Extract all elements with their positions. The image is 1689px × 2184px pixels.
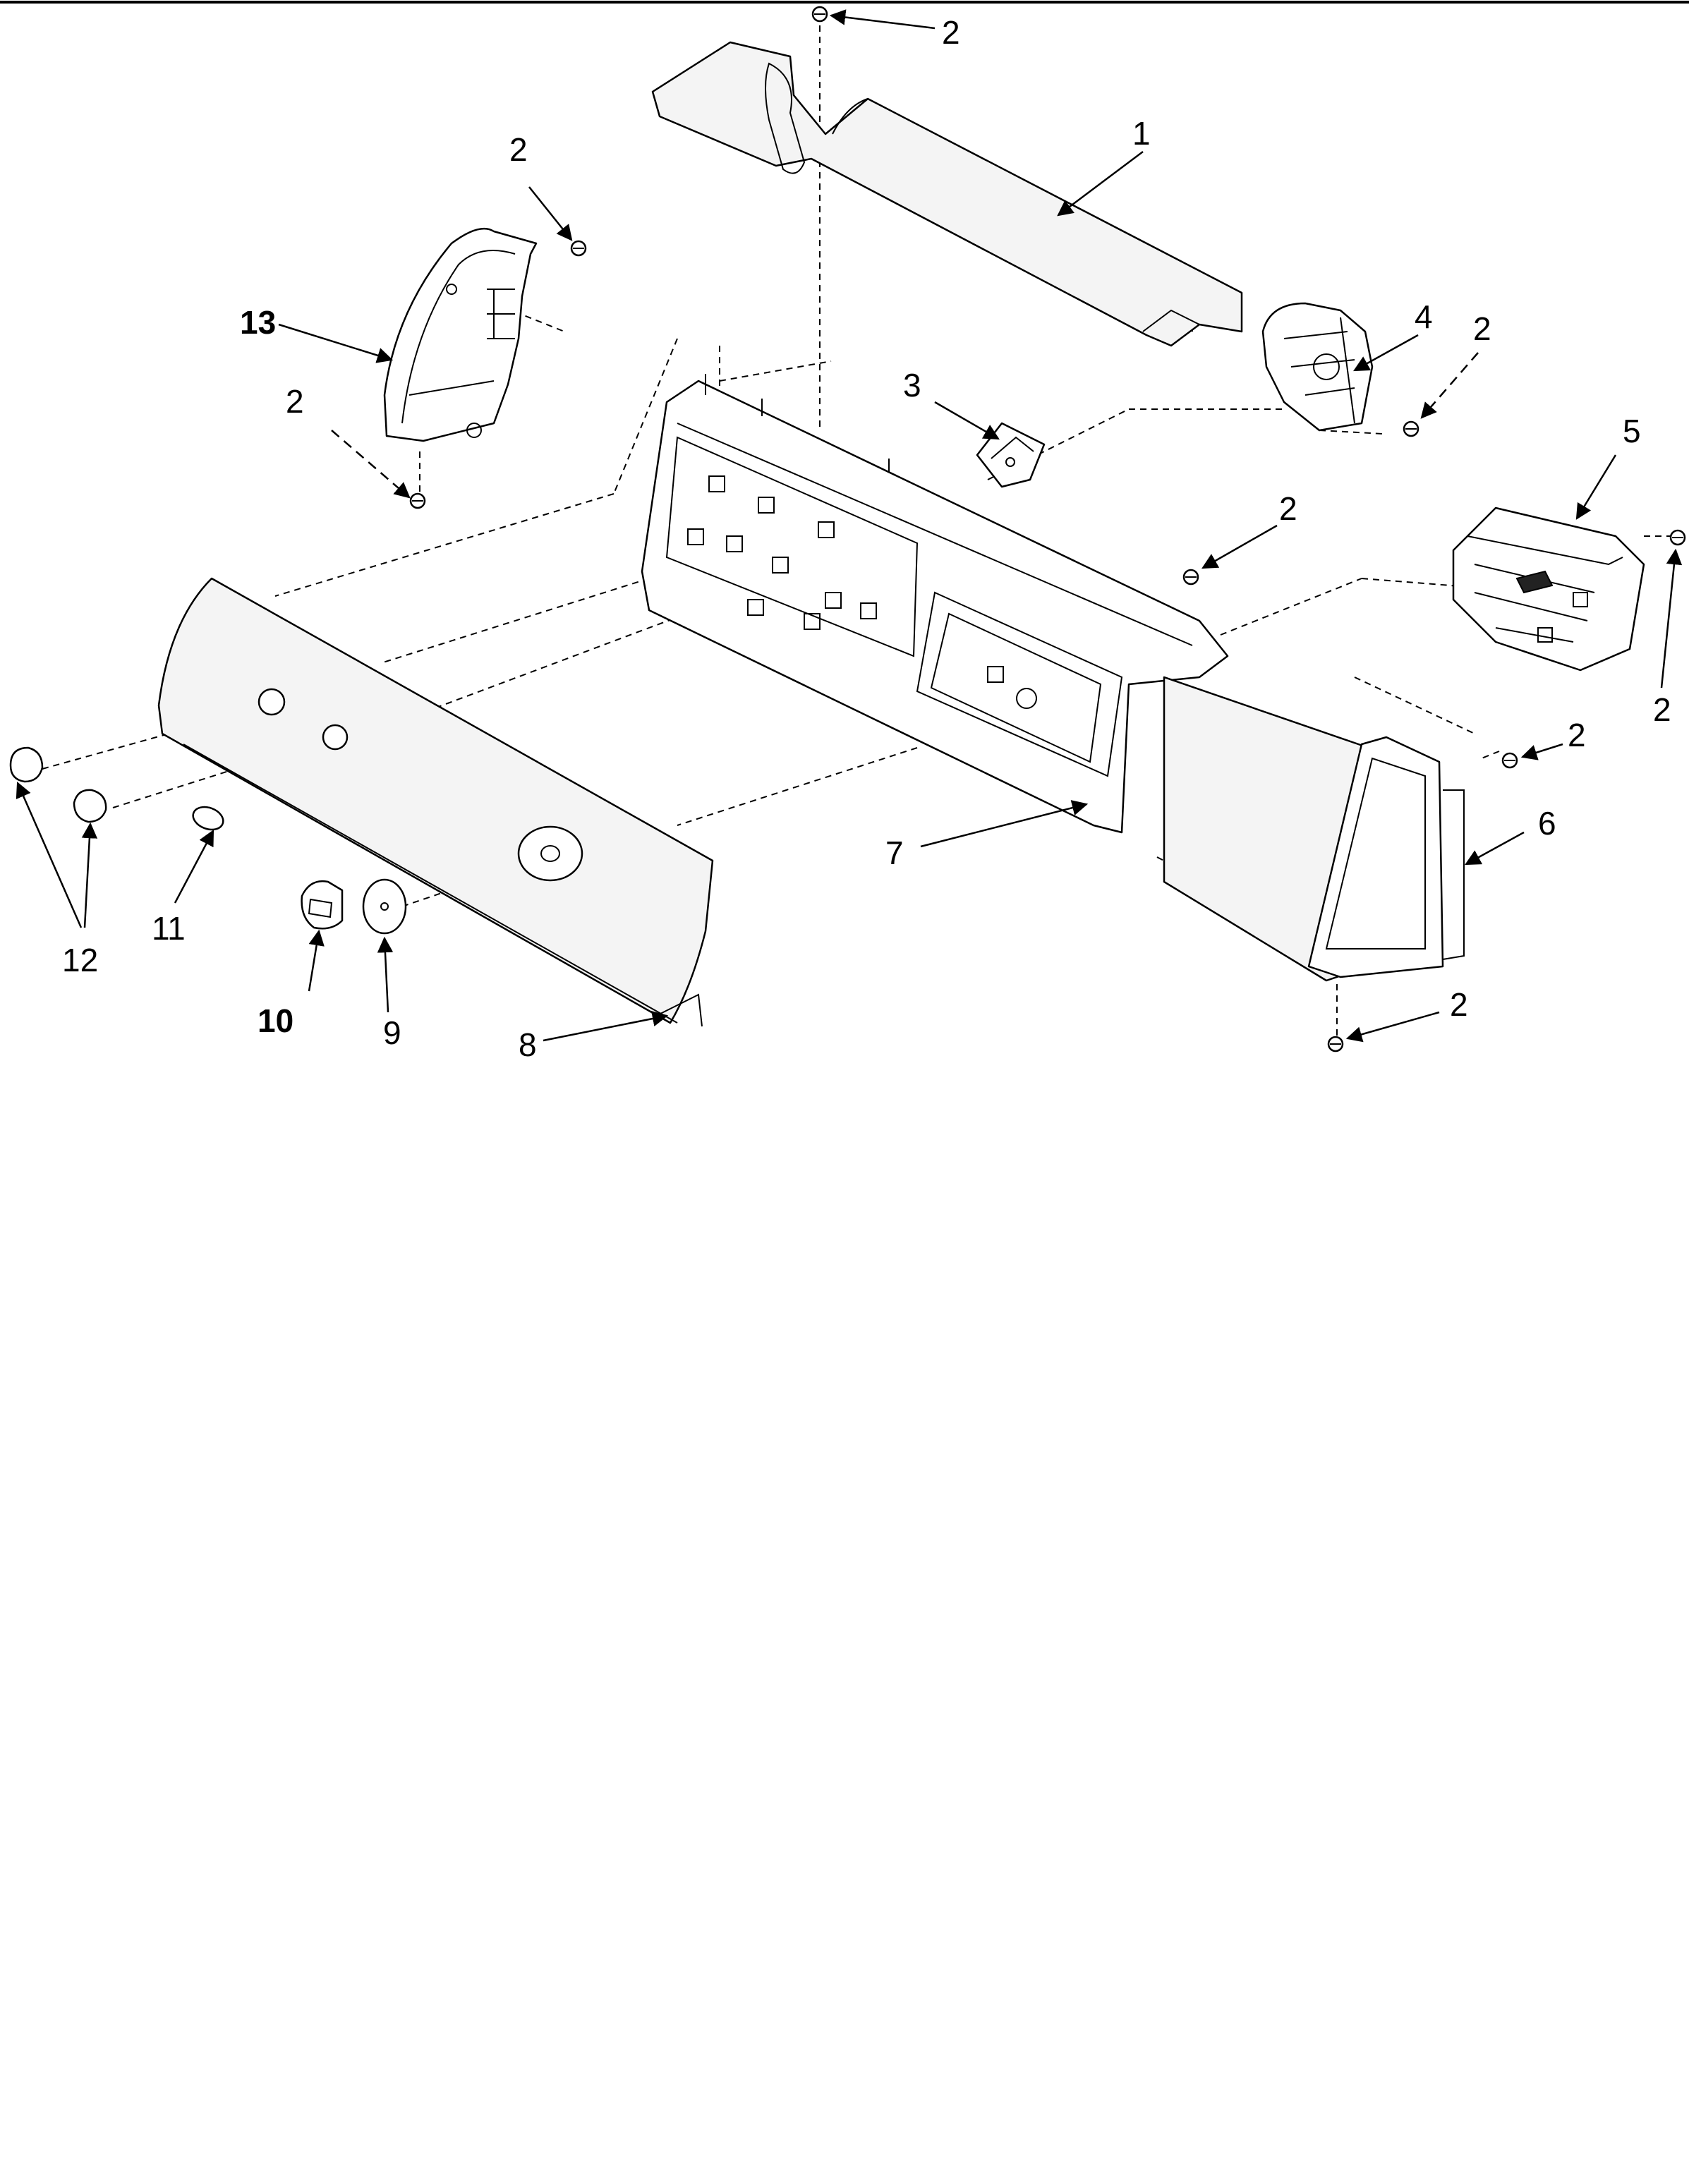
callout-6: 6 bbox=[1538, 805, 1556, 842]
part-12-buttons bbox=[9, 746, 107, 823]
part-10-knob bbox=[301, 880, 344, 930]
part-4-switch bbox=[1261, 302, 1374, 432]
screw-left-top bbox=[570, 240, 587, 257]
part-7-console-panel bbox=[641, 374, 1229, 834]
callout-7: 7 bbox=[885, 835, 904, 871]
part-6-right-end-cap bbox=[1163, 676, 1465, 982]
callout-2-top: 2 bbox=[942, 14, 960, 51]
part-1-top-cover bbox=[651, 41, 1243, 347]
callout-9: 9 bbox=[383, 1014, 401, 1051]
callout-8: 8 bbox=[519, 1026, 537, 1063]
screw-timer bbox=[1669, 529, 1686, 546]
part-11-ring bbox=[192, 806, 224, 831]
callout-4: 4 bbox=[1415, 298, 1433, 335]
part-13-left-end-cap bbox=[383, 227, 538, 442]
callout-13: 13 bbox=[240, 304, 276, 341]
callout-2-switch: 2 bbox=[1473, 310, 1491, 347]
screws bbox=[409, 6, 1686, 1052]
callout-5: 5 bbox=[1623, 413, 1641, 449]
part-8-front-panel bbox=[157, 577, 714, 1027]
callout-2-console: 2 bbox=[1279, 490, 1297, 527]
screw-console bbox=[1182, 569, 1199, 586]
callout-2-timer: 2 bbox=[1653, 691, 1671, 728]
screw-right-cap bbox=[1501, 752, 1518, 769]
part-9-knob-skirt bbox=[362, 878, 407, 935]
callout-2-right-cap: 2 bbox=[1568, 717, 1586, 753]
leader-lines bbox=[16, 9, 1683, 1043]
screw-bottom bbox=[1327, 1036, 1344, 1052]
callout-2-bottom: 2 bbox=[1450, 986, 1468, 1023]
screw-top bbox=[811, 6, 828, 23]
callout-1: 1 bbox=[1132, 115, 1151, 152]
screw-switch bbox=[1403, 420, 1419, 437]
callout-3: 3 bbox=[903, 367, 921, 404]
part-5-timer bbox=[1452, 506, 1645, 672]
callout-2-left-top: 2 bbox=[509, 131, 528, 168]
screw-left-bottom bbox=[409, 492, 426, 509]
callout-2-left-bottom: 2 bbox=[286, 383, 304, 420]
callout-11: 11 bbox=[152, 910, 186, 947]
callout-12: 12 bbox=[62, 942, 98, 978]
callout-labels: 2 1 2 13 2 3 4 2 5 2 2 2 6 7 2 8 9 10 11… bbox=[62, 14, 1671, 1063]
callout-10: 10 bbox=[258, 1002, 293, 1039]
